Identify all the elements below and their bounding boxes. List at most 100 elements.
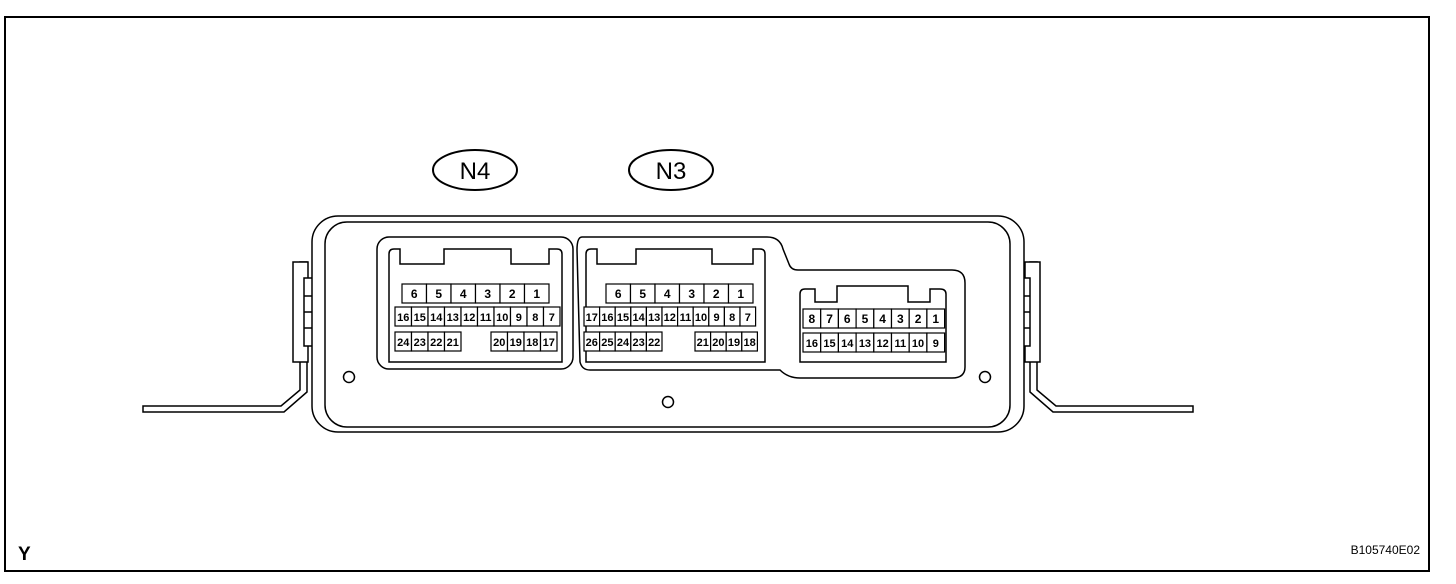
pin-number: 9 [714,312,720,324]
pin-number: 5 [639,287,646,301]
figure-code: B105740E02 [1351,543,1421,557]
pin-number: 10 [912,338,924,350]
pin-cell: 23 [410,331,429,352]
pin-cell: 7 [820,308,840,329]
pin-number: 6 [844,312,851,326]
connector-callout-n3: N3 [628,149,714,191]
pin-cell: 11 [676,306,694,327]
pin-cell: 16 [802,332,822,353]
pin-number: 12 [664,312,676,324]
pin-cell: 2 [499,283,526,304]
pin-cell: 19 [725,331,743,352]
pin-number: 21 [697,337,709,349]
pin-cell: 14 [837,332,857,353]
pin-number: 16 [806,338,818,350]
pin-cell: 24 [394,331,413,352]
pin-cell: 25 [598,331,616,352]
pin-cell: 5 [425,283,452,304]
pin-number: 10 [695,312,707,324]
pin-number: 7 [549,312,555,324]
pin-number: 18 [526,337,538,349]
pin-cell: 18 [741,331,758,352]
pin-number: 12 [877,338,889,350]
pin-cell: 7 [542,306,561,327]
pin-number: 11 [680,312,692,324]
pin-cell: 5 [855,308,875,329]
pin-number: 2 [713,287,720,301]
pin-number: 24 [397,337,410,349]
pin-number: 4 [879,312,886,326]
pin-cell: 6 [837,308,857,329]
connector-callout-n4: N4 [432,149,518,191]
pin-cell: 17 [583,306,601,327]
pin-number: 9 [516,312,522,324]
pin-number: 7 [745,312,751,324]
pin-cell: 23 [630,331,647,352]
pin-cell: 17 [539,331,558,352]
pin-cell: 8 [526,306,545,327]
pin-cell: 6 [605,283,632,304]
pin-cell: 6 [401,283,428,304]
pin-cell: 13 [645,306,663,327]
pin-number: 17 [586,312,598,324]
pin-number: 2 [915,312,922,326]
pin-cell: 8 [723,306,741,327]
pin-cell: 4 [450,283,477,304]
pin-cell: 2 [908,308,928,329]
pin-number: 1 [737,287,744,301]
pin-cell: 3 [474,283,501,304]
pin-cell: 22 [645,331,663,352]
pin-cell: 4 [873,308,893,329]
pin-cell: 15 [614,306,632,327]
pin-number: 1 [932,312,939,326]
callout-label-n3: N3 [656,158,687,185]
pin-number: 20 [493,337,505,349]
pin-number: 1 [533,287,540,301]
pin-cell: 9 [926,332,946,353]
pin-cell: 20 [709,331,727,352]
pin-number: 20 [712,337,724,349]
pin-number: 14 [632,312,645,324]
pin-number: 2 [509,287,516,301]
pin-number: 14 [430,312,443,324]
pin-number: 15 [414,312,426,324]
pin-cell: 16 [394,306,413,327]
pin-cell: 14 [427,306,446,327]
pin-number: 6 [615,287,622,301]
pin-cell: 1 [523,283,550,304]
pin-number: 4 [664,287,671,301]
diagram-frame [4,16,1430,572]
pin-number: 13 [859,338,871,350]
screw-holes [342,370,992,409]
pin-number: 3 [484,287,491,301]
pin-number: 14 [841,338,854,350]
pin-number: 16 [397,312,409,324]
pin-cell: 15 [820,332,840,353]
pin-number: 12 [463,312,475,324]
pin-number: 6 [411,287,418,301]
screw-hole [342,370,356,384]
pin-cell: 21 [694,331,712,352]
pin-number: 8 [729,312,735,324]
pin-number: 18 [743,337,755,349]
pin-number: 8 [532,312,538,324]
pin-cell: 10 [493,306,512,327]
pin-number: 19 [728,337,740,349]
pin-number: 16 [601,312,613,324]
pin-cell: 5 [629,283,656,304]
pin-number: 3 [897,312,904,326]
pin-number: 3 [688,287,695,301]
pin-cell: 24 [614,331,632,352]
pin-number: 5 [862,312,869,326]
pin-number: 22 [648,337,660,349]
pin-cell: 19 [506,331,525,352]
pin-cell: 13 [855,332,875,353]
pin-cell: 1 [926,308,946,329]
pin-number: 11 [480,312,492,324]
pin-cell: 3 [678,283,705,304]
pin-cell: 11 [476,306,495,327]
pin-number: 17 [543,337,555,349]
pin-cell: 18 [523,331,542,352]
